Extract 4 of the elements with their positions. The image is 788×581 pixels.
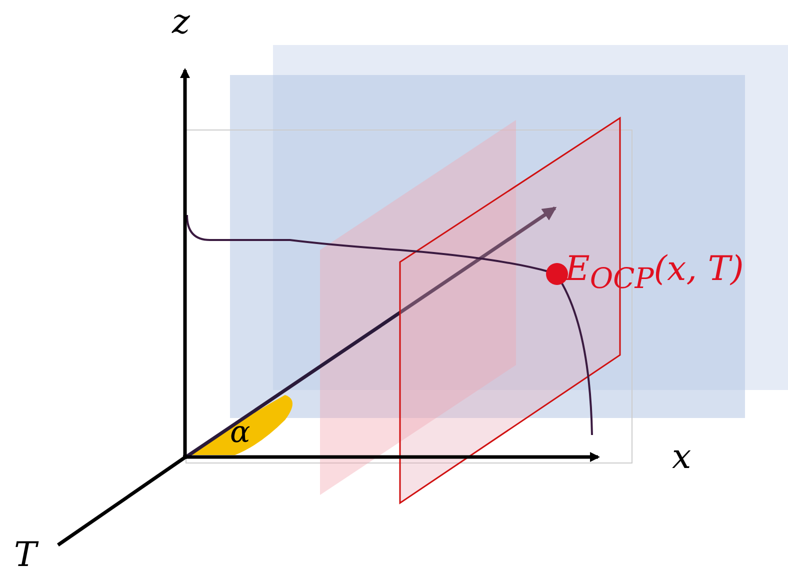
- axis-label: x: [672, 440, 692, 474]
- axis-label: T: [14, 538, 37, 572]
- axis-label: z: [172, 5, 190, 39]
- angle-label: α: [230, 418, 250, 448]
